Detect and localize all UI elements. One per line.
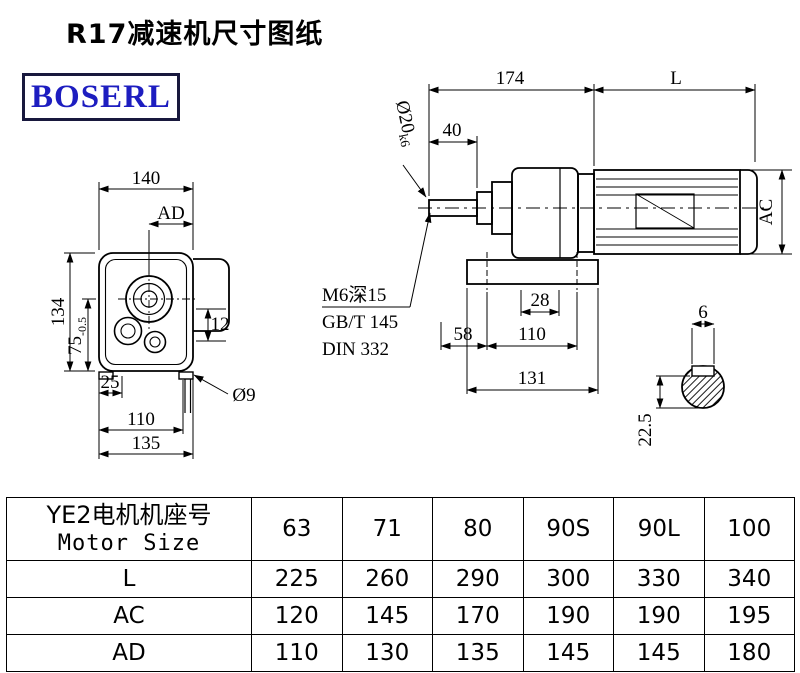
l-value-90l: 330 bbox=[613, 560, 705, 598]
side-view-dimension-lines bbox=[322, 84, 792, 394]
ac-value-100: 195 bbox=[703, 597, 795, 635]
side-view-dimension-labels: 174 L 40 Ø20k6 AC M6深15 GB/T 145 DIN 332… bbox=[322, 68, 777, 389]
motor-size-100: 100 bbox=[703, 497, 795, 561]
l-value-71: 260 bbox=[341, 560, 433, 598]
dim-ac-label: AC bbox=[756, 199, 777, 225]
shaft-diameter-label: Ø20k6 bbox=[389, 99, 421, 149]
table-header-row: YE2电机机座号 Motor Size 63 71 80 90S 90L 100 bbox=[6, 497, 795, 561]
ac-value-90s: 190 bbox=[522, 597, 614, 635]
table-header-en: Motor Size bbox=[57, 531, 201, 556]
table-row-l: L 225 260 290 300 330 340 bbox=[6, 560, 795, 598]
l-value-63: 225 bbox=[251, 560, 343, 598]
dim-110-label: 110 bbox=[518, 324, 546, 345]
dim-134-label: 134 bbox=[48, 297, 69, 326]
thread-spec-line1: M6深15 bbox=[322, 284, 386, 306]
shaft-section-detail: 6 22.5 bbox=[635, 302, 725, 447]
l-value-100: 340 bbox=[703, 560, 795, 598]
thread-spec-line2: GB/T 145 bbox=[322, 312, 398, 333]
table-header-cell: YE2电机机座号 Motor Size bbox=[6, 497, 252, 561]
ac-value-90l: 190 bbox=[613, 597, 705, 635]
ad-value-80: 135 bbox=[432, 634, 524, 672]
brand-logo-text: BOSERL bbox=[31, 78, 171, 115]
motor-size-71: 71 bbox=[341, 497, 433, 561]
dim-l-label: L bbox=[670, 68, 682, 89]
front-view-dimension-labels: 140 AD 134 75-0.5 25 110 135 12 Ø9 bbox=[48, 168, 256, 454]
motor-size-63: 63 bbox=[251, 497, 343, 561]
dim-135-label: 135 bbox=[132, 433, 161, 454]
ad-value-100: 180 bbox=[703, 634, 795, 672]
motor-size-table: YE2电机机座号 Motor Size 63 71 80 90S 90L 100… bbox=[6, 497, 795, 672]
thread-spec-line3: DIN 332 bbox=[322, 339, 389, 360]
motor-size-90s: 90S bbox=[522, 497, 614, 561]
row-label-ac: AC bbox=[6, 597, 252, 635]
dim-40-label: 40 bbox=[443, 120, 462, 141]
motor-size-80: 80 bbox=[432, 497, 524, 561]
table-row-ac: AC 120 145 170 190 190 195 bbox=[6, 597, 795, 635]
front-view: 140 AD 134 75-0.5 25 110 135 12 Ø9 bbox=[48, 168, 256, 459]
brand-logo-box: BOSERL bbox=[22, 73, 180, 121]
dim-174-label: 174 bbox=[496, 68, 525, 89]
ad-value-90s: 145 bbox=[522, 634, 614, 672]
l-value-90s: 300 bbox=[522, 560, 614, 598]
key-width-label: 6 bbox=[698, 302, 708, 323]
ad-value-90l: 145 bbox=[613, 634, 705, 672]
dim-58-label: 58 bbox=[454, 324, 473, 345]
dim-28-label: 28 bbox=[531, 290, 550, 311]
l-value-80: 290 bbox=[432, 560, 524, 598]
dim-140-label: 140 bbox=[132, 168, 161, 189]
dim-hole-label: Ø9 bbox=[232, 385, 255, 406]
shaft-section-dimension-labels: 6 22.5 bbox=[635, 302, 708, 447]
ac-value-63: 120 bbox=[251, 597, 343, 635]
motor-size-90l: 90L bbox=[613, 497, 705, 561]
side-view: 174 L 40 Ø20k6 AC M6深15 GB/T 145 DIN 332… bbox=[322, 68, 792, 394]
shaft-section-linework bbox=[681, 365, 725, 409]
front-view-linework bbox=[98, 252, 230, 413]
side-view-linework bbox=[418, 167, 764, 290]
dim-75-label: 75-0.5 bbox=[65, 317, 89, 355]
dim-12-label: 12 bbox=[211, 314, 230, 335]
dim-131-label: 131 bbox=[518, 368, 547, 389]
ac-value-80: 170 bbox=[432, 597, 524, 635]
ac-value-71: 145 bbox=[341, 597, 433, 635]
table-row-ad: AD 110 130 135 145 145 180 bbox=[6, 634, 795, 672]
key-depth-label: 22.5 bbox=[635, 413, 656, 446]
ad-value-71: 130 bbox=[341, 634, 433, 672]
front-view-dimension-lines bbox=[64, 182, 229, 459]
row-label-l: L bbox=[6, 560, 252, 598]
row-label-ad: AD bbox=[6, 634, 252, 672]
dim-110-label: 110 bbox=[127, 409, 155, 430]
dimension-drawing: 140 AD 134 75-0.5 25 110 135 12 Ø9 bbox=[48, 68, 792, 459]
ad-value-63: 110 bbox=[251, 634, 343, 672]
table-header-cn: YE2电机机座号 bbox=[46, 501, 212, 529]
page-title: R17减速机尺寸图纸 bbox=[66, 19, 324, 50]
dim-25-label: 25 bbox=[101, 372, 120, 393]
shaft-section-dimension-lines bbox=[656, 320, 715, 409]
dim-ad-label: AD bbox=[157, 203, 184, 224]
